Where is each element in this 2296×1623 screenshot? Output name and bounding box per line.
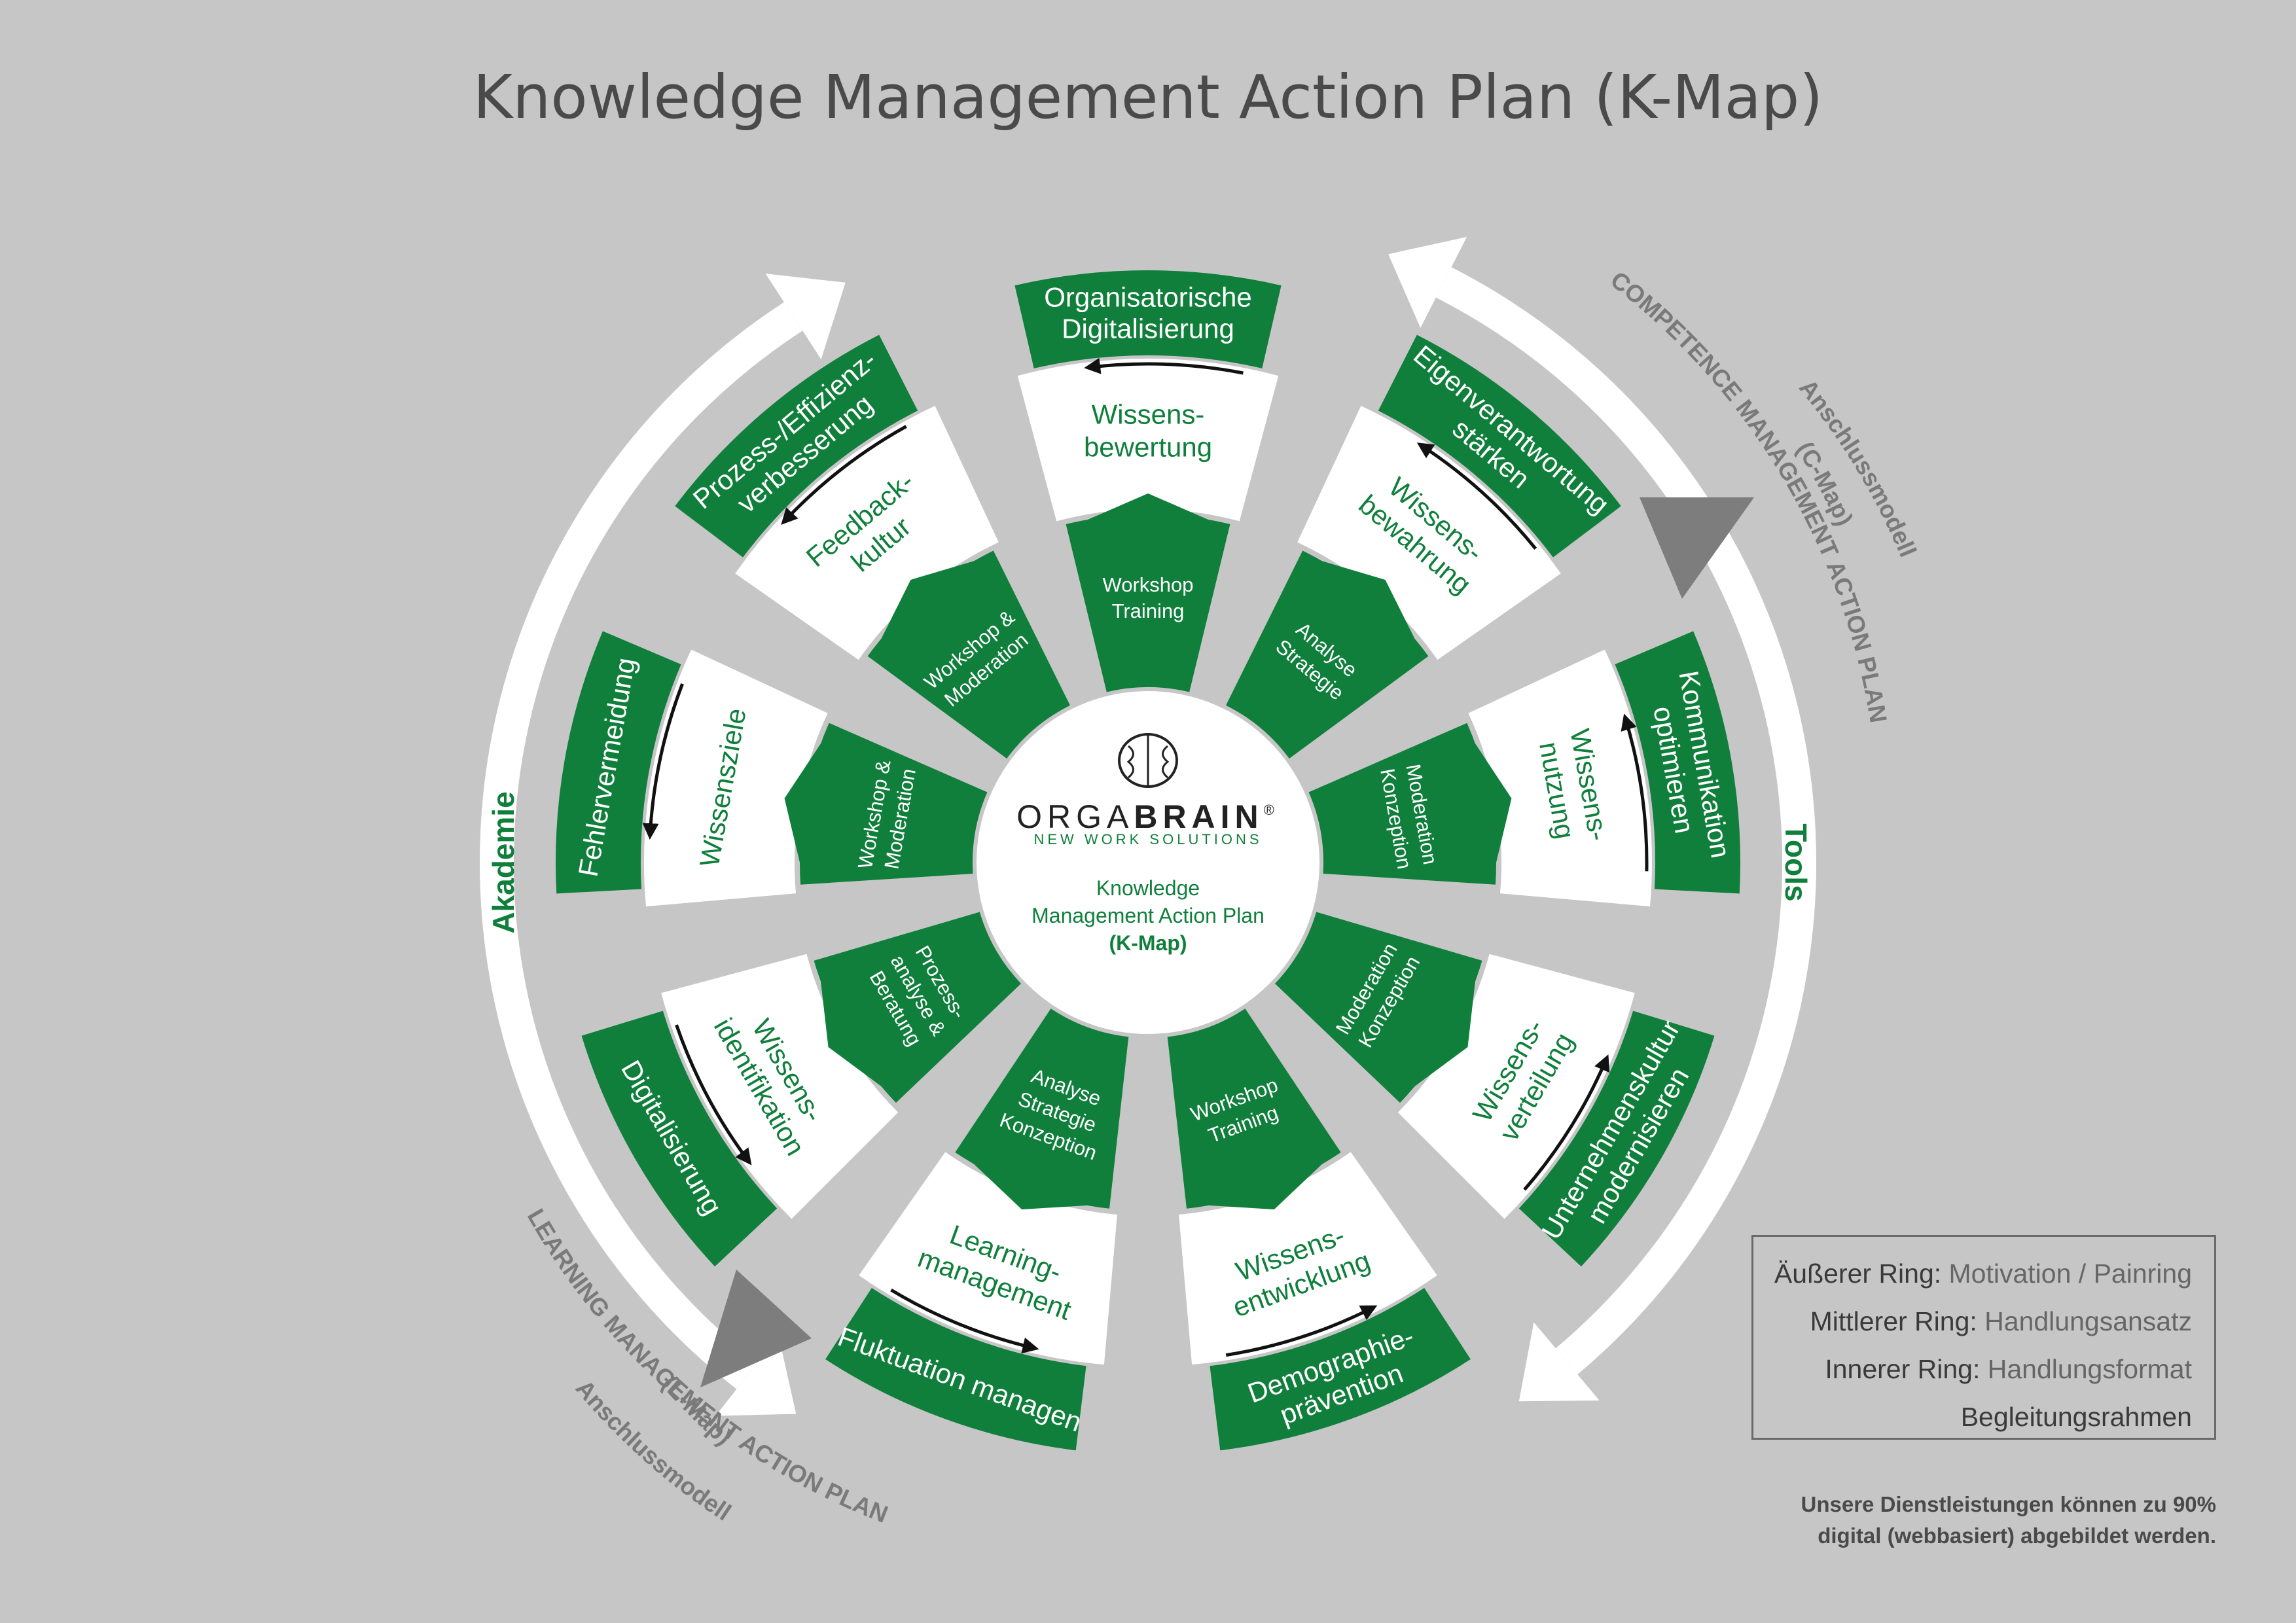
frame-arc — [1435, 267, 1816, 1375]
frame-arrowhead — [765, 274, 846, 359]
inner-notch — [1208, 1164, 1322, 1209]
brand-tagline: NEW WORK SOLUTIONS — [1033, 831, 1262, 847]
legend-row: Begleitungsrahmen — [1960, 1402, 2192, 1432]
frame-arc — [480, 302, 803, 1389]
flow-arrow — [781, 425, 907, 525]
inner-segment — [1066, 514, 1230, 692]
middle-segment — [1468, 649, 1652, 907]
outer-segment — [556, 631, 681, 894]
flow-arrow — [1225, 1305, 1378, 1357]
frame-arrowhead — [715, 1335, 797, 1416]
legend-box: Äußerer Ring: Motivation / Painring Mitt… — [1751, 1235, 2216, 1440]
brand-name: ORGABRAIN® — [1016, 798, 1280, 835]
legend-row: Innerer Ring: Handlungsformat — [1825, 1354, 2192, 1384]
frame-arrowhead — [1518, 1322, 1600, 1402]
flow-arrow — [675, 1024, 752, 1166]
center-circle — [977, 691, 1319, 1034]
inner-segment — [955, 1008, 1129, 1209]
middle-segment — [1297, 406, 1561, 660]
flow-arrow — [890, 1289, 1039, 1354]
middle-segment — [644, 649, 828, 907]
legend-row: Mittlerer Ring: Handlungsansatz — [1810, 1306, 2192, 1336]
outer-segment — [675, 334, 918, 558]
inner-segment — [799, 722, 988, 885]
svg-text:Wissens-: Wissens- — [1092, 399, 1205, 430]
middle-segment — [1397, 954, 1635, 1219]
outer-segment — [1210, 1287, 1471, 1451]
l-map-label: Anschlussmodell — [571, 1375, 736, 1526]
frame-arrowhead — [1388, 236, 1467, 328]
akademie-label: Akademie — [486, 791, 520, 933]
inner-segment — [1308, 722, 1496, 885]
inner-segment — [1167, 1008, 1341, 1209]
legend-row: Äußerer Ring: Motivation / Painring — [1774, 1258, 2192, 1289]
middle-segment — [1017, 359, 1279, 522]
outer-segment — [1615, 631, 1740, 894]
middle-segment-label: Wissens-bewertung — [1084, 399, 1212, 463]
middle-segment — [661, 954, 899, 1219]
center-text: (K-Map) — [1109, 931, 1187, 955]
inner-notch — [1322, 561, 1415, 639]
inner-notch — [1414, 981, 1475, 1086]
inner-notch — [784, 743, 821, 863]
l-map-triangle-icon — [700, 1270, 812, 1387]
flow-arrow — [642, 683, 684, 840]
svg-text:Organisatorische: Organisatorische — [1044, 282, 1251, 313]
inner-ring-handlungsformat — [784, 493, 1512, 1209]
inner-notch — [974, 1164, 1088, 1209]
page-title: Knowledge Management Action Plan (K-Map) — [473, 62, 1823, 132]
svg-text:Digitalisierung: Digitalisierung — [1062, 313, 1234, 344]
flow-arrow — [1523, 1054, 1610, 1191]
footnote: Unsere Dienstleistungen können zu 90% di… — [1801, 1492, 2216, 1548]
center-hub: ORGABRAIN®NEW WORK SOLUTIONS KnowledgeMan… — [977, 691, 1319, 1034]
flow-arrow — [1621, 713, 1649, 872]
support-frame — [480, 236, 1816, 1416]
c-map-triangle-icon — [1640, 497, 1754, 599]
svg-text:bewertung: bewertung — [1084, 432, 1212, 463]
inner-notch — [1475, 743, 1512, 863]
svg-text:Workshop: Workshop — [1103, 573, 1194, 596]
inner-notch — [1087, 493, 1209, 520]
flow-arrows — [642, 357, 1649, 1357]
inner-notch — [821, 981, 882, 1086]
flow-arrow — [1416, 442, 1537, 550]
outer-segment — [1014, 270, 1282, 368]
outer-segment — [1378, 334, 1621, 558]
center-text: Management Action Plan — [1031, 904, 1265, 927]
middle-segment — [735, 406, 999, 660]
outer-segment — [825, 1287, 1086, 1451]
inner-segment — [814, 912, 1022, 1103]
center-text: Knowledge — [1096, 876, 1200, 900]
outer-ring-motivation — [556, 270, 1740, 1451]
inner-segment — [1274, 912, 1482, 1103]
brain-logo-icon — [1118, 733, 1178, 788]
flow-arrow — [1084, 357, 1244, 375]
inner-notch — [881, 561, 974, 639]
outer-segment — [1518, 1010, 1715, 1267]
tools-label: Tools — [1779, 823, 1813, 901]
outer-segment — [581, 1010, 778, 1267]
svg-text:Training: Training — [1112, 599, 1185, 622]
